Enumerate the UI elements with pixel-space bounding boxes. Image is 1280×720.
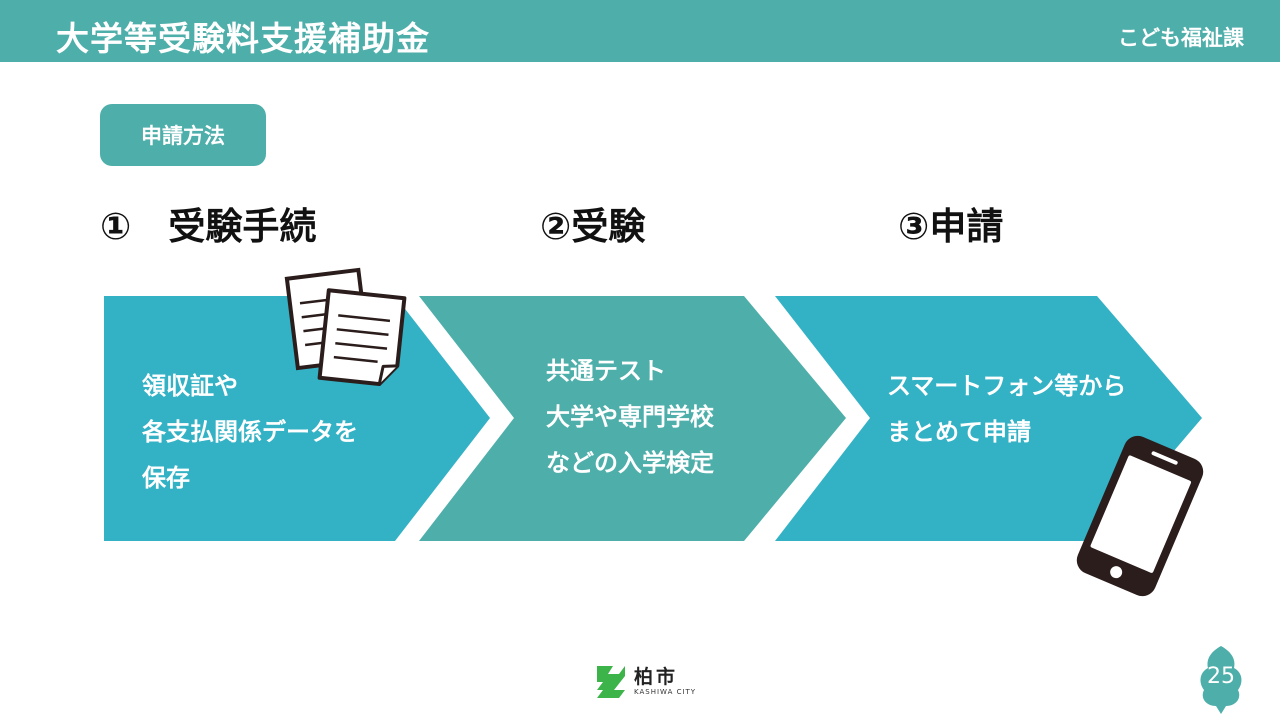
- step-2-heading: ②受験: [540, 205, 646, 248]
- step-3-arrow: [775, 296, 1202, 541]
- step-2-line: などの入学検定: [546, 449, 714, 477]
- step-3-heading: ③申請: [898, 205, 1004, 248]
- step-2-line: 共通テスト: [546, 357, 666, 385]
- city-emblem-icon: [597, 666, 625, 698]
- step-2-text: 共通テスト 大学や専門学校 などの入学検定: [546, 348, 714, 486]
- method-badge: 申請方法: [100, 104, 266, 166]
- slide-title: 大学等受験料支援補助金: [56, 19, 430, 58]
- department-label: こども福祉課: [1118, 26, 1244, 50]
- city-name-roman: KASHIWA CITY: [634, 688, 697, 696]
- step-1-line: 保存: [142, 464, 190, 492]
- step-1-line: 各支払関係データを: [142, 418, 358, 446]
- city-name: 柏市: [634, 666, 679, 688]
- step-1-heading: ① 受験手続: [100, 205, 317, 248]
- step-2-arrow: [419, 296, 846, 541]
- city-logo: 柏市 KASHIWA CITY: [594, 662, 696, 702]
- smartphone-icon: [1076, 435, 1204, 597]
- page-number: 25: [1207, 663, 1235, 689]
- documents-icon: [284, 267, 407, 387]
- step-2-line: 大学や専門学校: [546, 403, 714, 431]
- header-bar: [0, 0, 1280, 62]
- step-1-text: 領収証や 各支払関係データを 保存: [142, 363, 358, 501]
- step-3-text: スマートフォン等から まとめて申請: [887, 363, 1126, 455]
- step-1-line: 領収証や: [142, 372, 238, 400]
- step-3-line: スマートフォン等から: [887, 372, 1127, 400]
- step-3-line: まとめて申請: [887, 418, 1031, 446]
